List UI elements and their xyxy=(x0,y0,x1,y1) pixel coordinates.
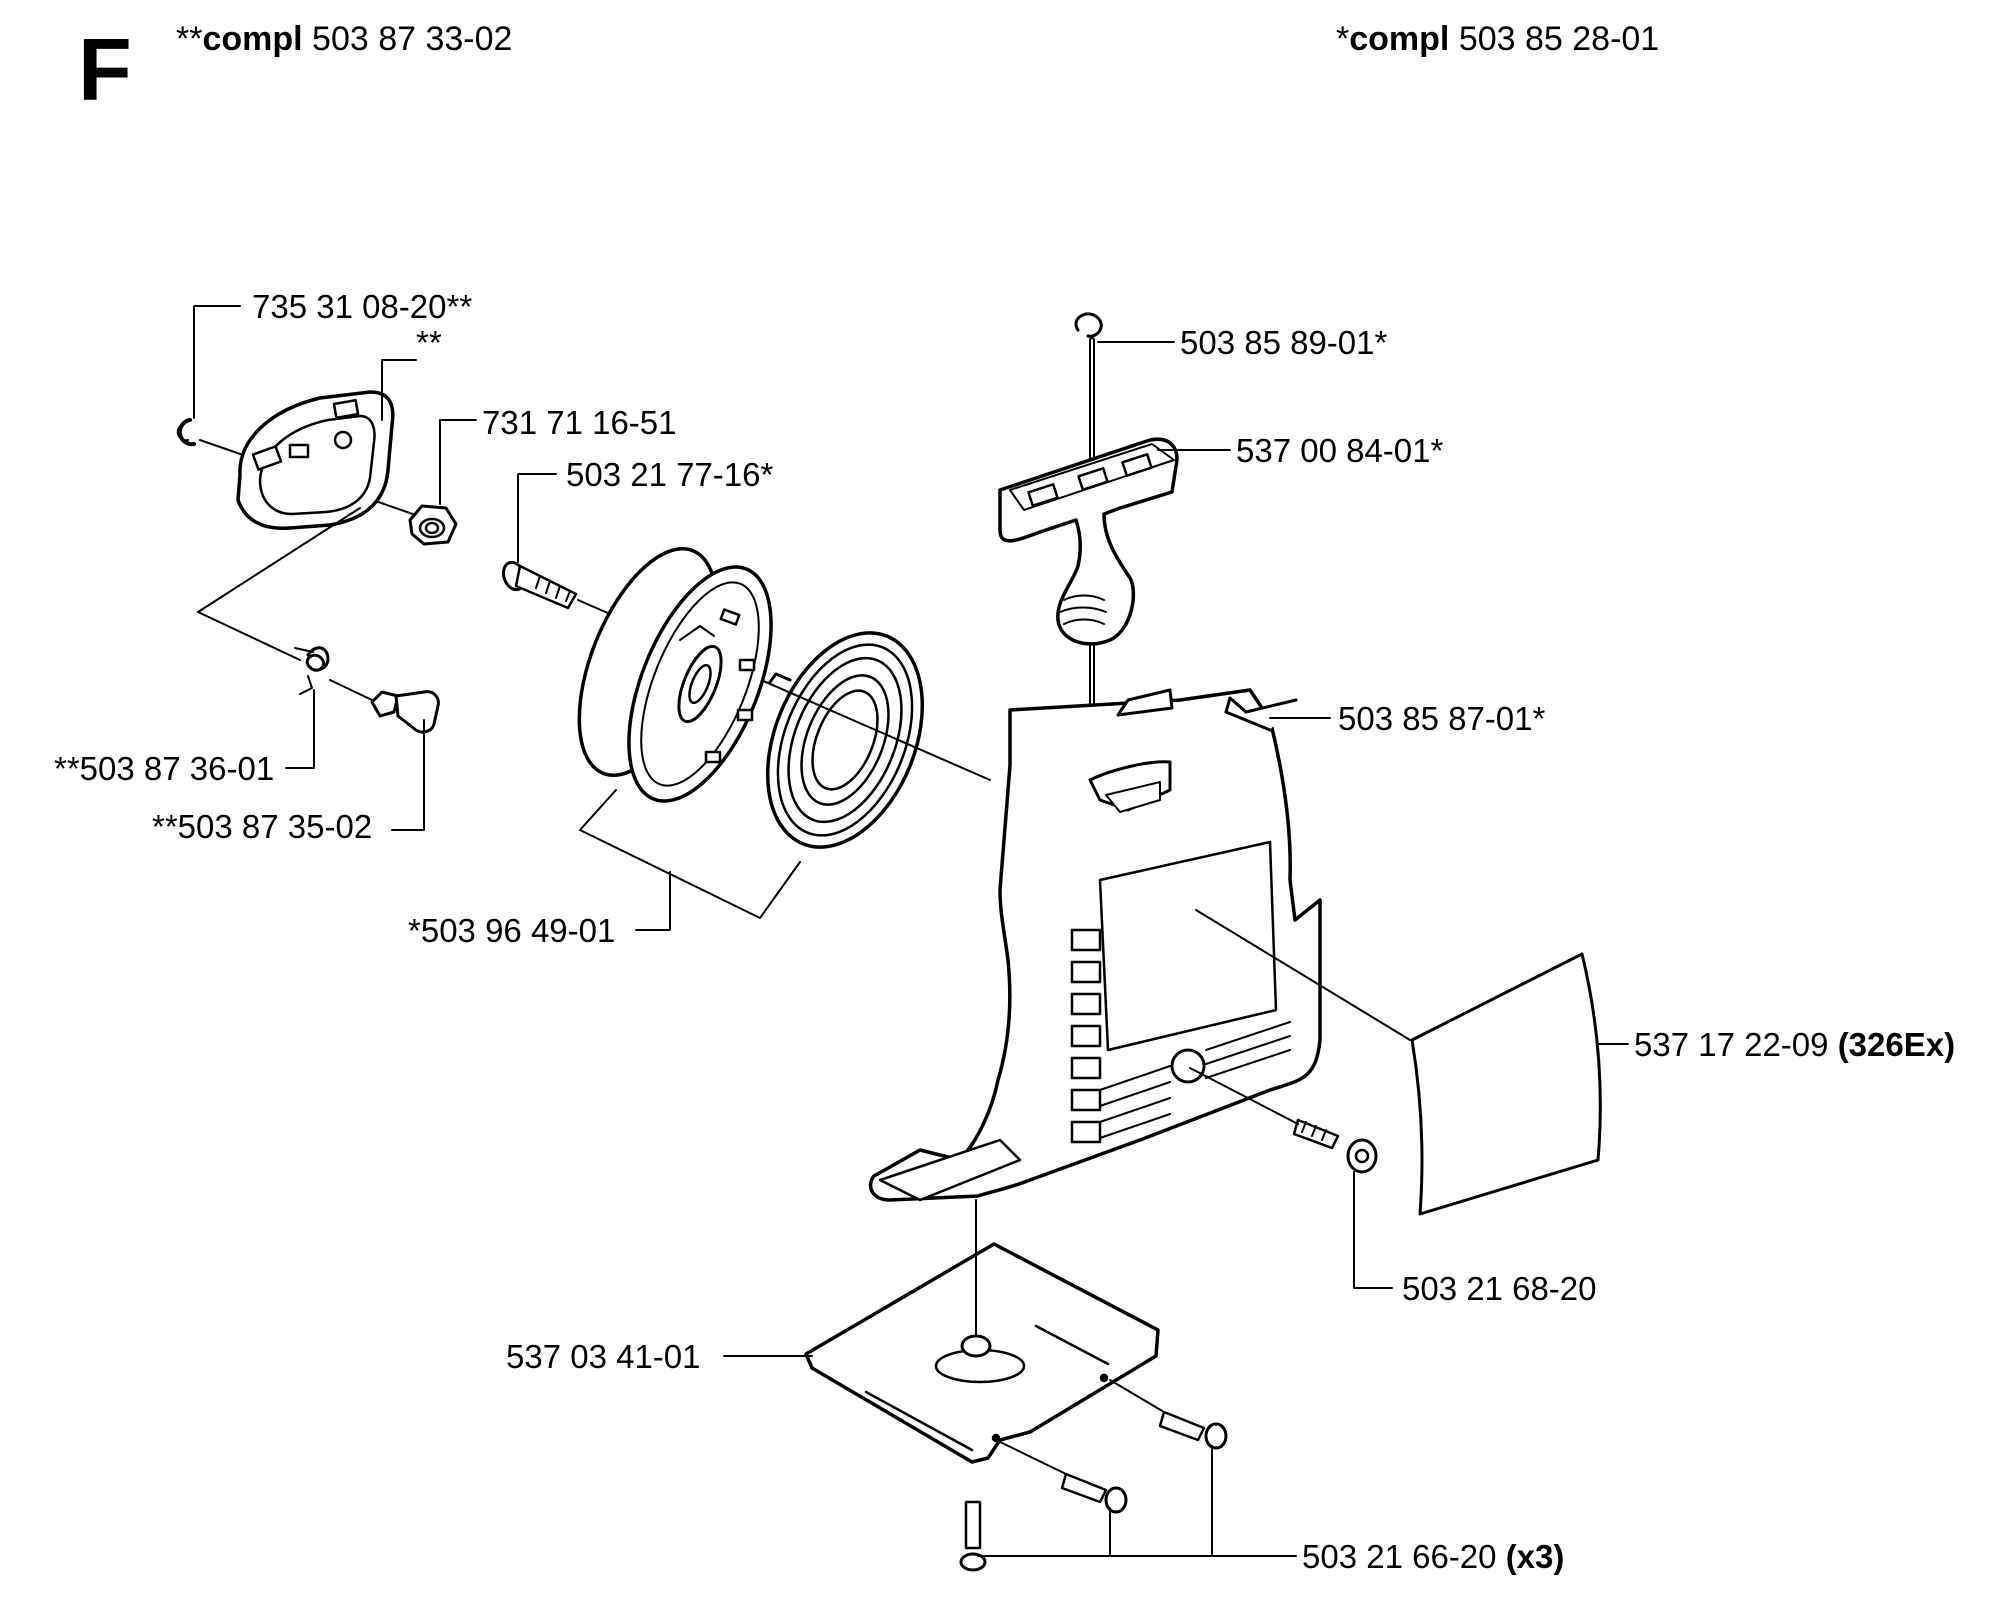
flange-nut-drawing xyxy=(408,504,458,546)
e-clip-drawing xyxy=(176,418,196,447)
label-flange-nut: 731 71 16-51 xyxy=(482,404,677,441)
decal-drawing xyxy=(1410,952,1602,1216)
label-pawl-plate: ** xyxy=(416,324,442,361)
label-base-plate: 537 03 41-01 xyxy=(506,1338,701,1375)
starter-pulley-drawing xyxy=(577,547,773,803)
screw-housing-drawing xyxy=(1292,1118,1378,1174)
label-decal: 537 17 22-09 (326Ex) xyxy=(1634,1026,1955,1063)
axis-line-plate-screw-2 xyxy=(995,1439,1067,1475)
plate-screw-2-drawing xyxy=(1060,1472,1128,1514)
label-pawl: **503 87 35-02 xyxy=(152,808,372,845)
axis-line-spring xyxy=(329,679,373,701)
label-e-clip: 735 31 08-20** xyxy=(252,288,472,325)
leader-lines xyxy=(193,305,1629,1557)
label-starter-rope: 503 85 89-01* xyxy=(1180,324,1388,361)
section-letter: F xyxy=(78,20,132,119)
base-plate-drawing xyxy=(804,1242,1160,1464)
label-pulley-spring-set: *503 96 49-01 xyxy=(408,912,615,949)
screw-pulley-drawing xyxy=(501,560,578,610)
label-plate-screws: 503 21 66-20 (x3) xyxy=(1302,1538,1564,1575)
label-torsion-spring: **503 87 36-01 xyxy=(54,750,274,787)
axis-line-plate-screw-1 xyxy=(1109,1379,1165,1413)
starter-handle-drawing xyxy=(998,437,1179,646)
label-starter-housing: 503 85 87-01* xyxy=(1338,700,1546,737)
recoil-spring-drawing xyxy=(765,631,925,849)
group-line-pawl xyxy=(197,507,361,661)
pawl-drawing xyxy=(370,690,440,734)
axis-line-housing-screw xyxy=(1189,1067,1299,1125)
plate-screw-3-drawing xyxy=(959,1500,987,1572)
plate-screw-1-drawing xyxy=(1158,1410,1228,1450)
label-screw-housing: 503 21 68-20 xyxy=(1402,1270,1597,1307)
starter-housing-drawing xyxy=(868,688,1322,1202)
header-compl-right: *compl 503 85 28-01 xyxy=(1336,20,1660,58)
label-starter-handle: 537 00 84-01* xyxy=(1236,432,1444,469)
header-compl-left: **compl 503 87 33-02 xyxy=(176,20,513,58)
axis-line-decal xyxy=(1195,909,1411,1041)
group-line-pulley-spring xyxy=(579,789,801,919)
starter-pawl-plate-drawing xyxy=(236,390,395,530)
label-screw-pulley: 503 21 77-16* xyxy=(566,456,774,493)
torsion-spring-drawing xyxy=(294,646,330,695)
